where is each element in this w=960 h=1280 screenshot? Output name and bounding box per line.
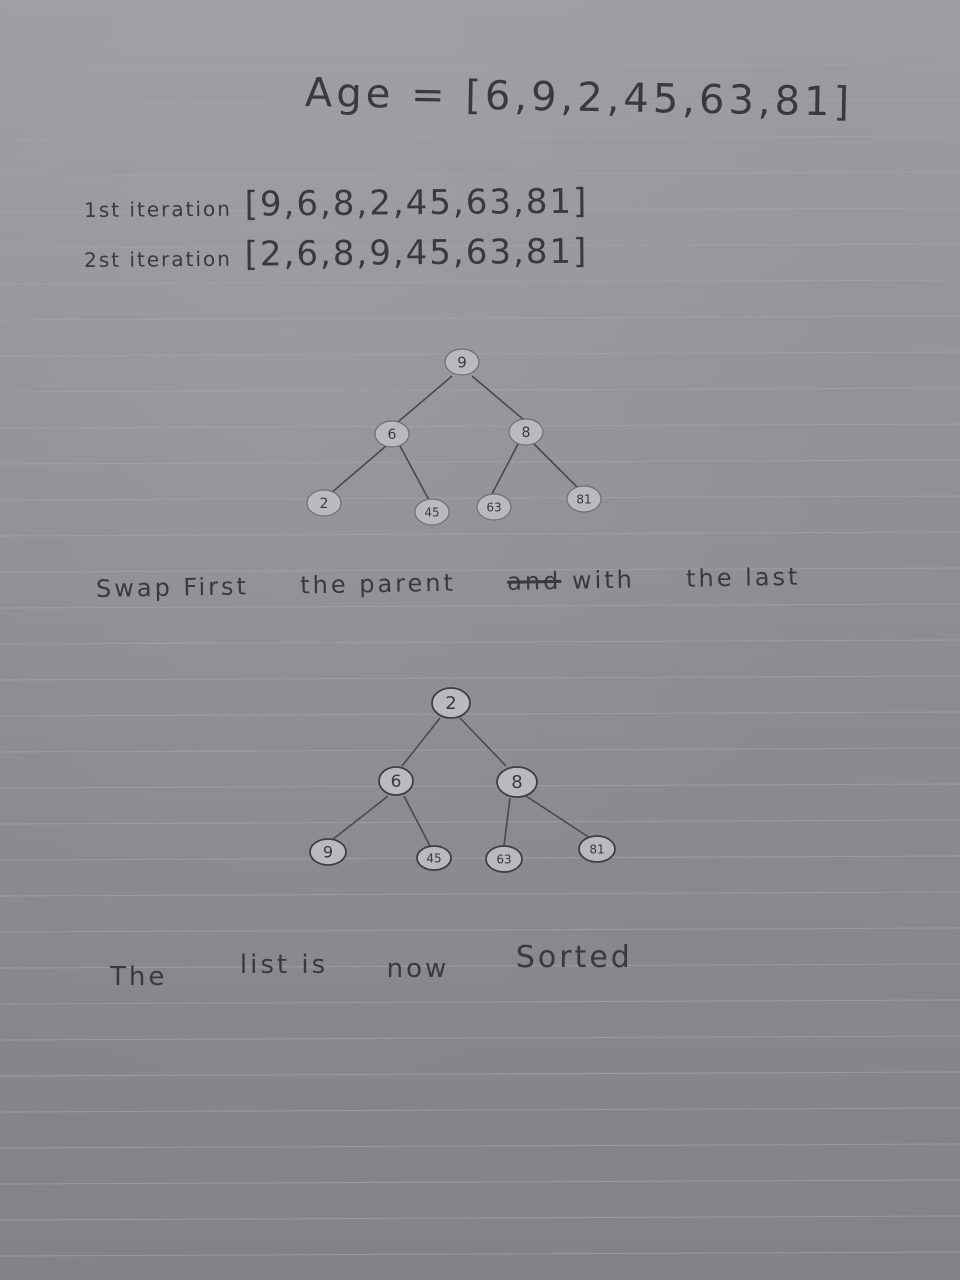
svg-text:45: 45 (424, 506, 439, 520)
tree1-node: 8 (508, 418, 544, 446)
conclusion-line: The list is now Sorted (110, 940, 633, 992)
note-with: with (571, 565, 636, 595)
svg-text:9: 9 (323, 843, 333, 862)
tree2-node: 45 (416, 845, 452, 871)
note-struck-word: and (506, 566, 562, 596)
tree2-node: 6 (378, 766, 414, 796)
svg-text:81: 81 (576, 493, 591, 507)
note-last: the last (685, 562, 801, 593)
tree1-node: 45 (414, 498, 450, 526)
svg-text:8: 8 (522, 425, 531, 441)
tree1-node: 6 (374, 420, 410, 448)
tree1-node: 63 (476, 493, 512, 521)
note-parent: the parent (299, 568, 457, 600)
tree2-node: 8 (496, 766, 538, 798)
svg-text:2: 2 (320, 496, 329, 512)
svg-text:63: 63 (496, 853, 511, 867)
conclusion-sorted: Sorted (515, 940, 633, 975)
svg-text:2: 2 (445, 693, 456, 714)
tree2-node: 9 (309, 838, 347, 866)
svg-text:9: 9 (457, 354, 467, 372)
conclusion-now: now (386, 954, 450, 984)
tree2-node: 63 (485, 845, 523, 873)
svg-text:63: 63 (486, 501, 501, 515)
conclusion-the: The (110, 962, 168, 992)
svg-text:8: 8 (511, 772, 522, 793)
svg-text:81: 81 (589, 843, 604, 857)
tree2-node: 81 (578, 835, 616, 863)
svg-text:6: 6 (391, 772, 402, 792)
note-swap: Swap First (95, 572, 250, 603)
tree1-node: 2 (306, 489, 342, 517)
tree1-edges (329, 375, 581, 503)
conclusion-list-is: list is (239, 950, 329, 980)
tree1-node: 81 (566, 485, 602, 513)
tree2-node: 2 (431, 687, 471, 719)
tree1-node: 9 (444, 348, 480, 376)
tree2-edges (331, 717, 591, 847)
svg-text:45: 45 (426, 852, 441, 866)
svg-text:6: 6 (388, 427, 397, 443)
